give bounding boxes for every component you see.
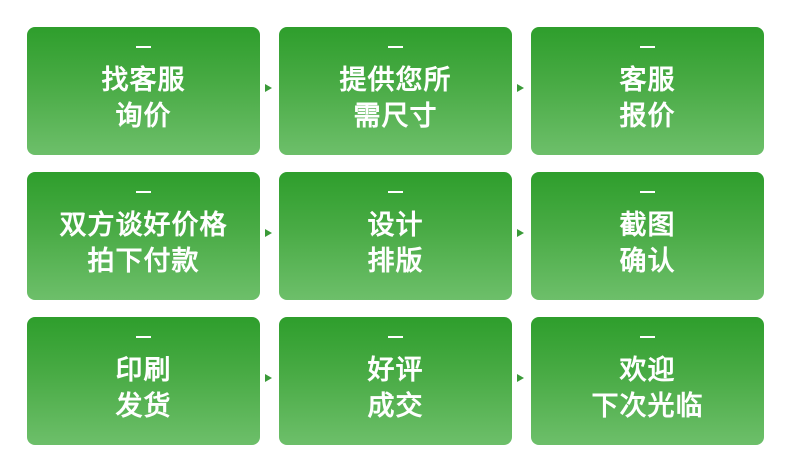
arrow-right-icon [265,84,272,92]
step-label-8: 好评 成交 [279,353,512,425]
step-box-7: 印刷 发货 [27,317,260,445]
step-9-line-2: 下次光临 [591,391,704,422]
process-row-2: 双方谈好价格 拍下付款 设计 排版 截图 确认 [27,172,764,300]
step-box-3: 客服 报价 [531,27,764,155]
step-label-1: 找客服 询价 [27,63,260,135]
step-label-9: 欢迎 下次光临 [531,353,764,425]
step-label-3: 客服 报价 [531,63,764,135]
step-2-line-2: 需尺寸 [353,101,438,132]
step-5-line-1: 设计 [367,210,424,241]
step-box-6: 截图 确认 [531,172,764,300]
process-row-3: 印刷 发货 好评 成交 欢迎 下次光临 [27,317,764,445]
step-box-5: 设计 排版 [279,172,512,300]
step-label-5: 设计 排版 [279,208,512,280]
step-box-2: 提供您所 需尺寸 [279,27,512,155]
arrow-right-icon [265,229,272,237]
arrow-right-icon [517,374,524,382]
step-dash-4 [136,191,151,193]
step-box-4: 双方谈好价格 拍下付款 [27,172,260,300]
step-box-8: 好评 成交 [279,317,512,445]
step-7-line-1: 印刷 [115,355,172,386]
step-8-line-1: 好评 [367,355,424,386]
step-1-line-2: 询价 [115,101,172,132]
arrow-right-icon [265,374,272,382]
step-box-9: 欢迎 下次光临 [531,317,764,445]
step-dash-8 [388,336,403,338]
step-dash-6 [640,191,655,193]
step-dash-9 [640,336,655,338]
step-4-line-1: 双方谈好价格 [59,210,228,241]
step-3-line-2: 报价 [619,101,676,132]
arrow-right-icon [517,229,524,237]
process-row-1: 找客服 询价 提供您所 需尺寸 客服 报价 [27,27,764,155]
step-dash-2 [388,46,403,48]
step-7-line-2: 发货 [115,391,172,422]
step-label-7: 印刷 发货 [27,353,260,425]
process-flow-grid: 找客服 询价 提供您所 需尺寸 客服 报价 双方谈好价格 拍下付款 [27,27,764,445]
step-dash-7 [136,336,151,338]
step-6-line-1: 截图 [619,210,676,241]
step-3-line-1: 客服 [619,65,676,96]
step-label-2: 提供您所 需尺寸 [279,63,512,135]
step-label-6: 截图 确认 [531,208,764,280]
step-9-line-1: 欢迎 [619,355,676,386]
step-label-4: 双方谈好价格 拍下付款 [27,208,260,280]
step-1-line-1: 找客服 [101,65,186,96]
step-dash-3 [640,46,655,48]
step-dash-1 [136,46,151,48]
step-8-line-2: 成交 [367,391,424,422]
arrow-right-icon [517,84,524,92]
step-6-line-2: 确认 [619,246,676,277]
step-2-line-1: 提供您所 [339,65,452,96]
step-5-line-2: 排版 [367,246,424,277]
step-box-1: 找客服 询价 [27,27,260,155]
step-dash-5 [388,191,403,193]
step-4-line-2: 拍下付款 [87,246,200,277]
